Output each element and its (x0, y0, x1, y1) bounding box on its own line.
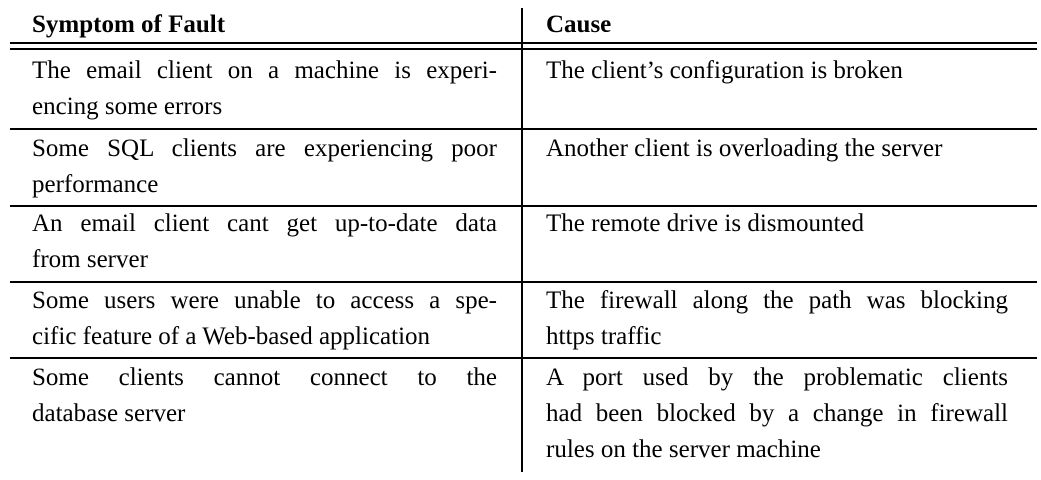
cause-line: https traffic (546, 323, 662, 350)
cause-line: rules on the server machine (546, 436, 821, 463)
symptom-line: from server (32, 246, 148, 273)
cause-line: Another client is overloading the server (546, 135, 943, 162)
header-rule-top (10, 42, 1037, 44)
cause-line: A port used by the problematic clients (546, 364, 1008, 391)
symptom-line: Some SQL clients are experiencing poor (32, 135, 497, 162)
cause-line: The remote drive is dismounted (546, 210, 864, 237)
row-divider (10, 205, 1037, 207)
symptom-line: Some clients cannot connect to the (32, 364, 497, 391)
cause-line: The firewall along the path was blocking (546, 287, 1008, 314)
symptom-line: An email client cant get up-to-date data (32, 210, 497, 237)
row-divider (10, 128, 1037, 130)
header-rule-bottom (10, 48, 1037, 50)
row-divider (10, 357, 1037, 359)
symptom-line: The email client on a machine is experi- (32, 57, 497, 84)
symptom-line: cific feature of a Web-based application (32, 323, 431, 350)
header-cause: Cause (546, 11, 612, 38)
row-divider (10, 281, 1037, 283)
symptom-line: encing some errors (32, 93, 223, 120)
cause-line: had been blocked by a change in firewall (546, 400, 1008, 427)
symptom-line: performance (32, 171, 159, 198)
symptom-line: database server (32, 400, 186, 427)
column-divider (521, 8, 523, 472)
cause-line: The client’s configuration is broken (546, 57, 903, 84)
header-symptom-of-fault: Symptom of Fault (32, 11, 226, 38)
symptom-line: Some users were unable to access a spe- (32, 287, 497, 314)
